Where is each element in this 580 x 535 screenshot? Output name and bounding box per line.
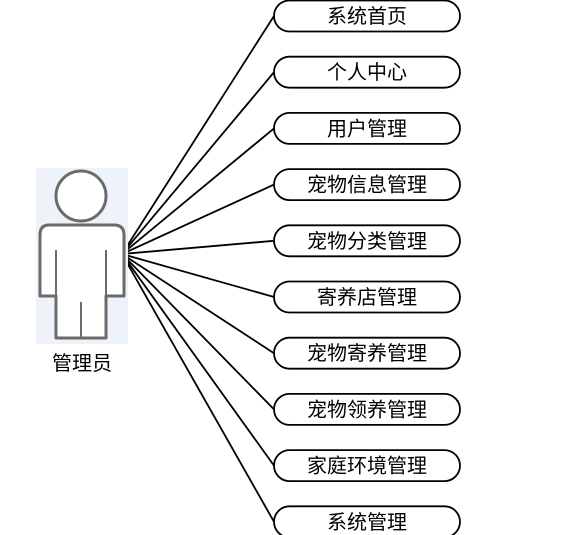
use-case-oval [273, 0, 461, 33]
connector-line [121, 253, 275, 411]
connector-line [121, 71, 275, 255]
use-case-oval [273, 336, 461, 370]
connector-line [121, 253, 275, 354]
use-case-oval [273, 505, 461, 535]
use-case-node: 宠物领养管理 [273, 392, 461, 426]
connector-line [121, 253, 275, 467]
use-case-label: 寄养店管理 [317, 285, 417, 309]
connector-line [121, 253, 275, 298]
use-case-node: 宠物信息管理 [273, 168, 461, 202]
use-case-label: 宠物分类管理 [307, 229, 427, 253]
connector-lines [121, 15, 275, 523]
connector-line [121, 239, 275, 255]
connector-line [121, 253, 275, 523]
connector-line [121, 127, 275, 255]
use-case-node: 个人中心 [273, 55, 461, 89]
actor-body-icon [38, 223, 126, 340]
use-case-label: 宠物信息管理 [307, 173, 427, 197]
use-case-list: 系统首页个人中心用户管理宠物信息管理宠物分类管理寄养店管理宠物寄养管理宠物领养管… [273, 0, 461, 535]
use-case-label: 个人中心 [327, 60, 407, 84]
use-case-node: 家庭环境管理 [273, 449, 461, 483]
use-case-node: 宠物分类管理 [273, 224, 461, 258]
use-case-label: 宠物寄养管理 [307, 341, 427, 365]
use-case-label: 用户管理 [327, 116, 407, 140]
use-case-node: 寄养店管理 [273, 280, 461, 314]
use-case-oval [273, 449, 461, 483]
actor-figure [36, 168, 128, 344]
use-case-oval [273, 224, 461, 258]
use-case-oval [273, 168, 461, 202]
use-case-node: 系统首页 [273, 0, 461, 33]
use-case-label: 家庭环境管理 [307, 454, 427, 478]
actor-head-icon [54, 169, 108, 223]
use-case-label: 系统管理 [327, 510, 407, 534]
actor-label: 管理员 [52, 351, 112, 375]
use-case-oval [273, 392, 461, 426]
use-case-label: 宠物领养管理 [307, 397, 427, 421]
connector-line [121, 15, 275, 255]
use-case-node: 用户管理 [273, 112, 461, 145]
use-case-oval [273, 112, 461, 145]
use-case-label: 系统首页 [327, 4, 407, 28]
use-case-node: 宠物寄养管理 [273, 336, 461, 370]
connector-line [121, 183, 275, 255]
use-case-oval [273, 280, 461, 314]
use-case-node: 系统管理 [273, 505, 461, 535]
use-case-oval [273, 55, 461, 89]
